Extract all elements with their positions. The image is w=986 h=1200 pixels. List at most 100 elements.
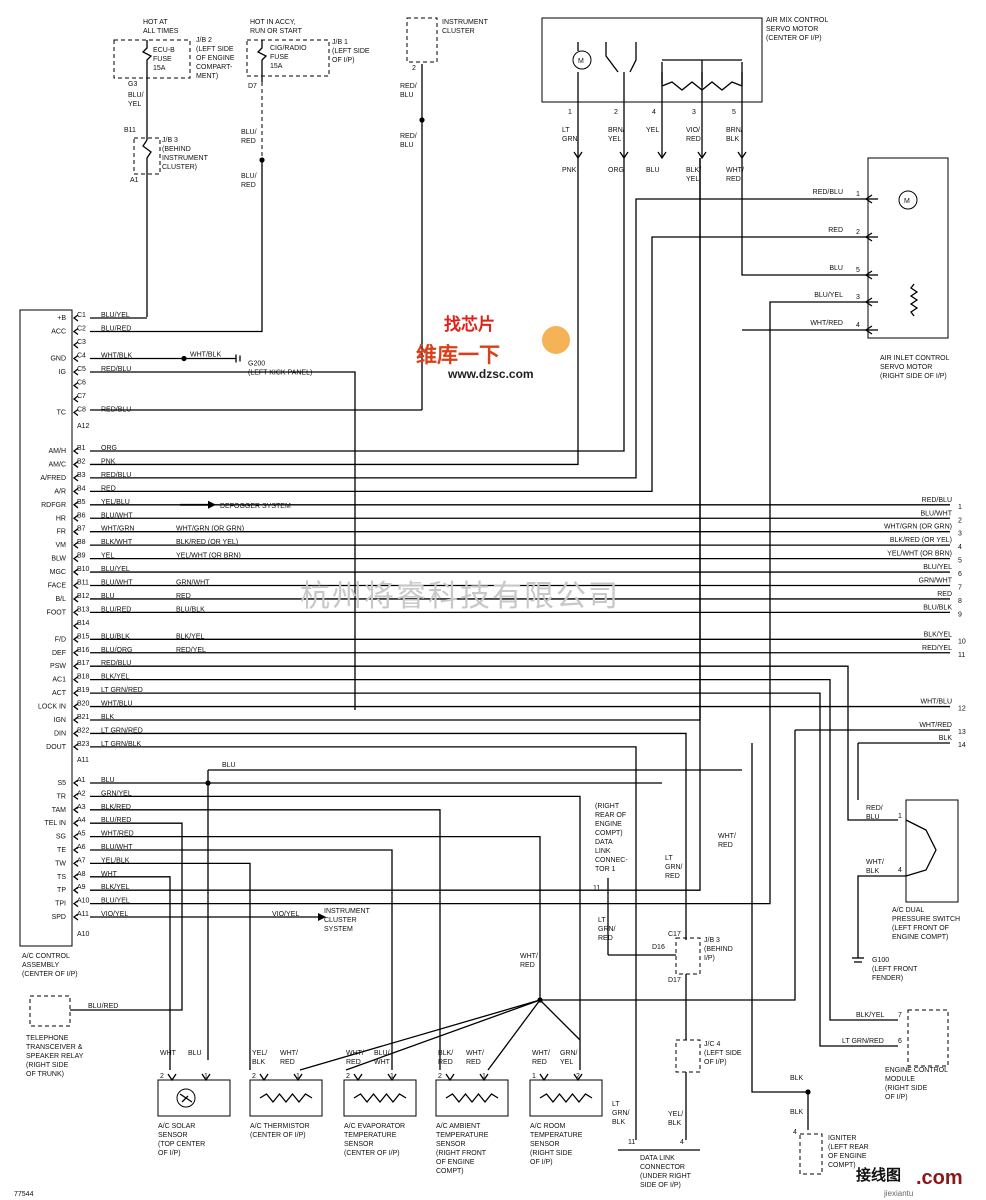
ac-pin-id: B21: [77, 714, 90, 721]
ac-pin-function: TPI: [55, 901, 66, 908]
ambient-sensor-wire-label-2: WHT/RED: [466, 1050, 484, 1066]
ecm-pin-2: 6: [898, 1038, 902, 1045]
connector-arrow: [72, 806, 79, 814]
wire-star-branch: [345, 999, 541, 1071]
a11-label: A11: [77, 757, 89, 764]
ac-pin-function: FACE: [48, 583, 67, 590]
ac-pin-wire-label: BLU/RED: [101, 326, 131, 333]
air-mix-pin-number: 2: [614, 109, 618, 116]
b15-alt-label: BLK/YEL: [176, 633, 205, 640]
ac-pin-function: TS: [57, 874, 66, 881]
connector-arrow: [72, 460, 79, 468]
ac-pin-id: B14: [77, 620, 90, 627]
motor-m-icon: M: [578, 58, 584, 65]
air-inlet-pin: 1: [856, 191, 860, 198]
ac-pin-id: B22: [77, 727, 90, 734]
ac-pin-id: C7: [77, 393, 86, 400]
ecm-pin-1: 7: [898, 1012, 902, 1019]
ac-pin-function: TW: [55, 860, 66, 867]
ac-pin-function: VM: [56, 542, 67, 549]
ac-pin-wire-label: WHT/RED: [101, 831, 134, 838]
wire-a6: [90, 849, 393, 1070]
jb3-top-link: [142, 139, 152, 176]
ac-pin-id: B11: [77, 580, 89, 587]
ac-pin-function: SG: [56, 834, 66, 841]
solar-sensor-wire-label-2: BLU: [188, 1050, 202, 1057]
wire-ps-ground: [857, 875, 906, 958]
ac-pin-id: B20: [77, 701, 90, 708]
ac-pin-function: FOOT: [47, 609, 67, 616]
limit-switch-symbol: [605, 42, 619, 73]
instrument-cluster-box: [406, 17, 438, 63]
air-inlet-servo-box: [867, 157, 949, 339]
ac-pin-id: B17: [77, 660, 90, 667]
wire-a9: [90, 158, 701, 891]
right-terminal-wire-label: WHT/RED: [919, 722, 952, 729]
ac-pin-function: AM/C: [49, 461, 67, 468]
dlc1-pin-11: 11: [593, 885, 600, 892]
ac-pin-wire-label: BLU/YEL: [101, 312, 130, 319]
evaporator-sensor-pin-1: 2: [346, 1073, 350, 1080]
wire-b18: [90, 679, 898, 1021]
connector-arrow: [72, 395, 79, 403]
ac-pin-function: BLW: [51, 556, 66, 563]
wire-b4: [90, 236, 862, 493]
ac-pin-wire-label: RED/BLU: [101, 366, 131, 373]
ac-control-assembly-box: [19, 309, 73, 947]
thermistor-pin-1: 2: [252, 1073, 256, 1080]
ecm-box: [907, 1009, 949, 1067]
ac-pin-wire-label: BLU/YEL: [101, 898, 130, 905]
photodiode-icon: [179, 1093, 193, 1103]
ac-pin-id: A11: [77, 911, 89, 918]
connector-arrow: [697, 151, 707, 160]
right-terminal-wire-label: BLK/RED (OR YEL): [890, 537, 952, 544]
ac-pin-id: B2: [77, 458, 86, 465]
connector-arrow: [72, 873, 79, 881]
solar-sensor-pin-2: 1: [204, 1073, 208, 1080]
air-inlet-wire-label: BLU/YEL: [814, 292, 843, 299]
ac-pin-function: TE: [57, 847, 66, 854]
right-terminal-number: 2: [958, 517, 962, 524]
sensor-box: [157, 1079, 231, 1117]
ac-pin-wire-label: WHT: [101, 871, 118, 878]
ac-pin-id: B7: [77, 526, 86, 533]
right-terminal-number: 1: [958, 504, 962, 511]
air-mix-upper-wire-label: BRN/YEL: [608, 127, 625, 143]
air-inlet-pin: 3: [856, 294, 860, 301]
ac-pin-function: ACT: [52, 690, 67, 697]
pressure-switch-symbol: [905, 819, 937, 877]
wire-b2: [90, 158, 579, 466]
ac-pin-wire-label: BLU/YEL: [101, 566, 130, 573]
sensor-box: [343, 1079, 417, 1117]
ac-pin-function: TP: [57, 887, 66, 894]
connector-arrow: [387, 1073, 397, 1082]
connector-arrow: [72, 595, 79, 603]
b13-alt-label: BLU/BLK: [176, 606, 205, 613]
blu-red-label-2: BLU/RED: [241, 173, 257, 189]
air-mix-lower-wire-label: ORG: [608, 167, 624, 174]
ac-pin-function: AC1: [52, 677, 66, 684]
splice-gnd: [181, 355, 187, 362]
ac-pin-id: A10: [77, 898, 90, 905]
air-mix-lower-wire-label: BLU: [646, 167, 660, 174]
g200-label: G200(LEFT KICK PANEL): [248, 361, 312, 377]
connector-arrow: [72, 368, 79, 376]
connector-arrow: [72, 354, 79, 363]
air-mix-lower-wire-label: BLK/YEL: [686, 167, 701, 183]
ac-pin-id: A5: [77, 831, 86, 838]
ac-pin-id: B13: [77, 606, 90, 613]
connector-arrow: [72, 474, 79, 482]
diode-symbol: [629, 42, 637, 73]
d7-label: D7: [248, 83, 257, 90]
air-inlet-pin: 5: [856, 267, 860, 274]
b8-alt-label: BLK/RED (OR YEL): [176, 539, 238, 546]
brand-logo-text: 接线图: [856, 1166, 901, 1184]
